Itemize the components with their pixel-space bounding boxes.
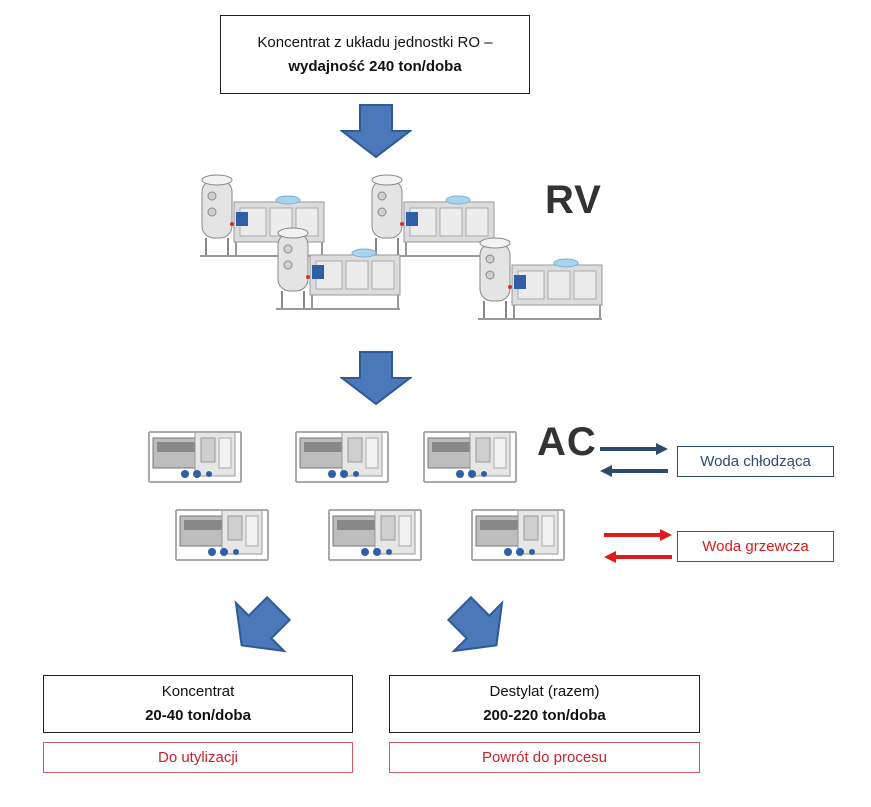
rv-evaporator-unit-icon — [276, 227, 401, 310]
flow-arrow-down-icon — [340, 104, 412, 159]
flow-arrow-down-icon — [340, 351, 412, 406]
heating-water-label: Woda grzewcza — [677, 531, 834, 562]
flow-arrow-down-left-icon — [234, 595, 292, 653]
rv-evaporator-unit-icon — [478, 237, 603, 320]
ac-unit-icon — [471, 509, 565, 561]
ac-unit-icon — [295, 431, 389, 483]
rv-stage-label: RV — [545, 178, 602, 222]
input-box-line2: wydajność 240 ton/doba — [288, 57, 462, 75]
heating-water-exchange-arrows-icon — [604, 529, 672, 563]
concentrate-title: Koncentrat — [161, 683, 235, 700]
concentrate-output-box: Koncentrat 20-40 ton/doba — [43, 675, 353, 733]
concentrate-destination: Do utylizacji — [43, 742, 353, 773]
input-box-line1: Koncentrat z układu jednostki RO – — [257, 33, 493, 51]
ac-unit-icon — [148, 431, 242, 483]
distillate-title: Destylat (razem) — [489, 683, 600, 700]
cooling-water-label: Woda chłodząca — [677, 446, 834, 477]
cooling-water-exchange-arrows-icon — [600, 443, 668, 477]
rv-evaporator-unit-icon — [370, 174, 495, 257]
distillate-output-box: Destylat (razem) 200-220 ton/doba — [389, 675, 700, 733]
ac-unit-icon — [328, 509, 422, 561]
rv-evaporator-unit-icon — [200, 174, 325, 257]
ac-unit-icon — [175, 509, 269, 561]
distillate-value: 200-220 ton/doba — [483, 707, 606, 724]
distillate-destination: Powrót do procesu — [389, 742, 700, 773]
flow-arrow-down-right-icon — [446, 595, 504, 653]
concentrate-value: 20-40 ton/doba — [145, 707, 251, 724]
ac-stage-label: AC — [537, 420, 597, 464]
ac-unit-icon — [423, 431, 517, 483]
input-box: Koncentrat z układu jednostki RO – wydaj… — [220, 15, 530, 94]
